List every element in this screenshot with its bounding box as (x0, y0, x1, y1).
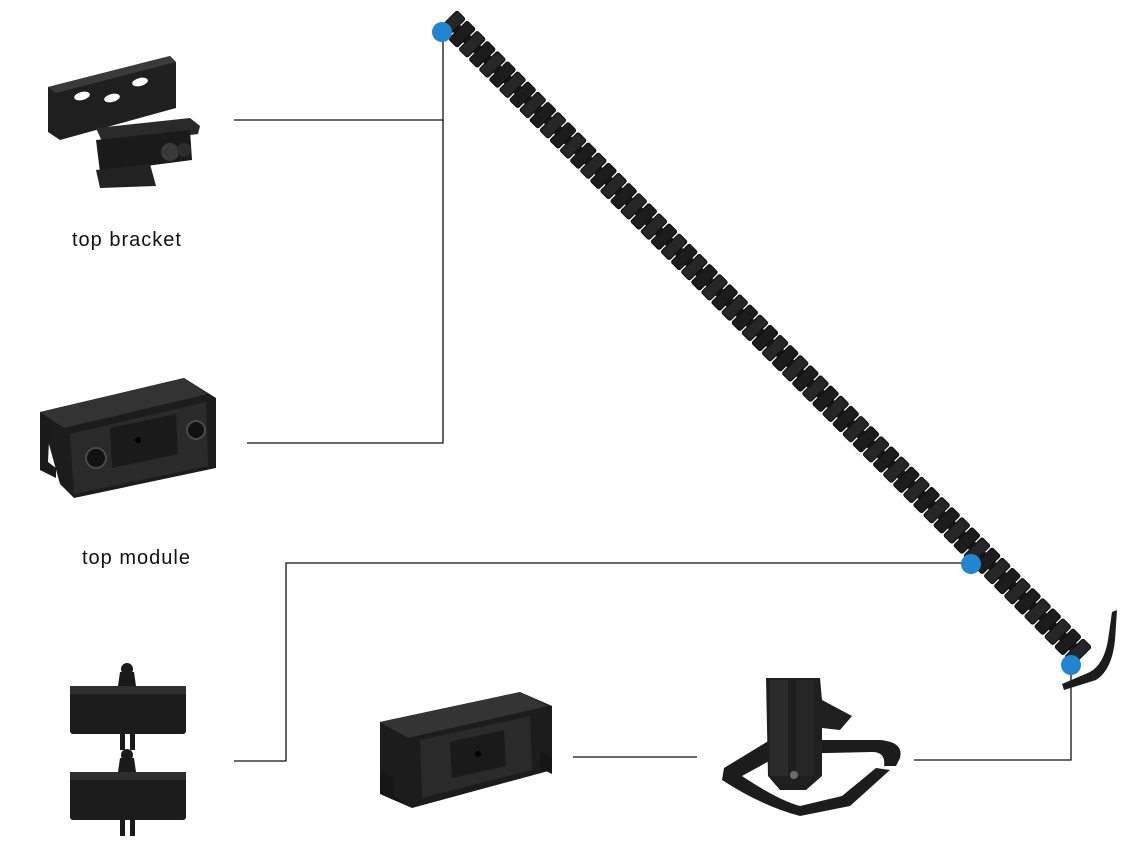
chain-link (1054, 628, 1082, 655)
chain-link (549, 122, 577, 149)
chain-link (1014, 588, 1041, 615)
chain-link (721, 294, 748, 321)
chain-link (711, 284, 738, 311)
chain-link (953, 527, 981, 554)
cable-chain-icon (438, 10, 1092, 666)
chain-link (661, 233, 688, 260)
chain-link (802, 375, 829, 402)
chain-link (529, 102, 556, 129)
top-bracket-label: top bracket (72, 229, 182, 251)
top-module-icon (40, 378, 216, 498)
chain-link (903, 476, 930, 504)
chain-link (1044, 618, 1071, 645)
connector-bottom-bracket (914, 665, 1072, 761)
chain-link (671, 243, 698, 271)
chain-link (620, 193, 647, 220)
chain-link (519, 91, 546, 119)
chain-link (893, 466, 920, 493)
chain-link (741, 314, 769, 341)
marker-top (432, 22, 452, 42)
chain-link (943, 517, 970, 544)
chain-link (994, 567, 1021, 595)
marker-middle (961, 554, 981, 574)
chain-link (580, 152, 607, 179)
connection-markers (432, 22, 1081, 675)
chain-link (1004, 578, 1031, 605)
chain-link (731, 304, 758, 331)
chain-link (681, 253, 708, 281)
chain-link (751, 324, 779, 352)
chain-link (459, 31, 486, 58)
connector-top-bracket (234, 32, 444, 121)
chain-link (984, 557, 1011, 585)
chain-link (691, 264, 718, 291)
chain-link (761, 335, 789, 362)
chain-link (509, 81, 536, 109)
chain-link (570, 142, 597, 169)
chain-link (650, 223, 678, 250)
chain-link (792, 365, 819, 392)
top-bracket-icon (48, 56, 200, 188)
chain-link (842, 416, 869, 443)
chain-link (469, 41, 496, 68)
chain-link (873, 446, 900, 473)
chain-link (499, 71, 526, 98)
chain-link (1024, 598, 1051, 625)
chain-link (883, 456, 910, 483)
top-module-label: top module (82, 547, 191, 569)
chain-link (933, 507, 960, 534)
chain-link (782, 355, 809, 382)
marker-bottom (1061, 655, 1081, 675)
chain-link (862, 436, 890, 463)
chain-link (539, 112, 567, 139)
chain-link (489, 61, 516, 88)
chain-link (832, 405, 859, 433)
chain-link (812, 385, 839, 412)
connector-chain-links (234, 562, 971, 762)
chain-link (560, 132, 587, 159)
chain-link (630, 203, 657, 230)
chain-links-icon (70, 663, 186, 836)
chain-link (913, 486, 940, 514)
chain-link (822, 395, 849, 423)
chain-link (640, 213, 668, 240)
chain-link (1034, 608, 1061, 635)
chain-link (772, 345, 799, 372)
chain-link (590, 162, 617, 190)
chain-link (852, 426, 880, 453)
bottom-bracket-icon (722, 678, 901, 816)
chain-link (448, 21, 476, 48)
chain-link (610, 183, 637, 210)
chain-hook-icon (1062, 610, 1117, 690)
chain-link (701, 274, 728, 301)
connector-lines (234, 32, 1072, 762)
chain-link (479, 51, 506, 78)
chain-link (923, 497, 950, 524)
bottom-module-icon (380, 692, 552, 808)
chain-link (600, 172, 627, 200)
connector-top-module (247, 120, 444, 444)
